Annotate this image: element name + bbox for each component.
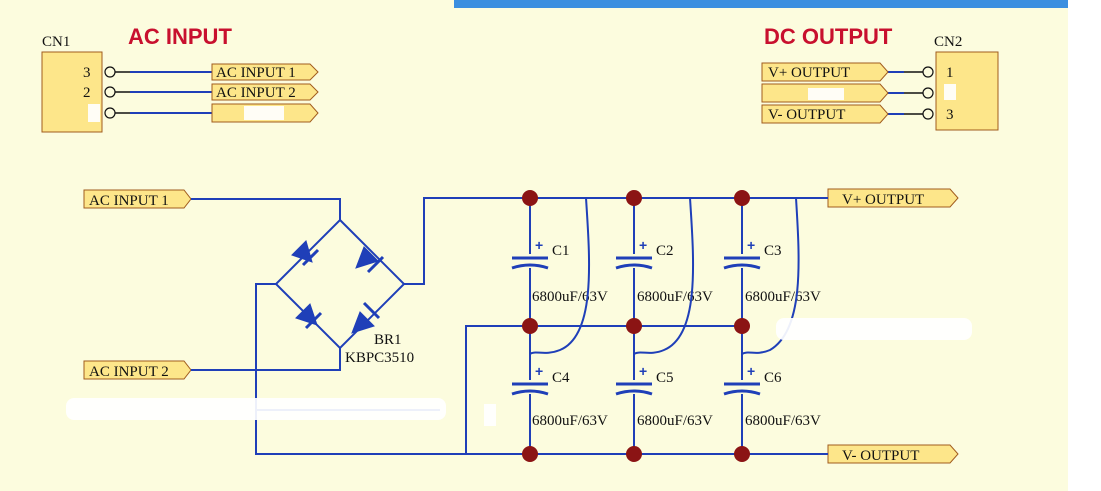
port-label: V- OUTPUT [842, 448, 919, 464]
junction-dot [734, 446, 750, 462]
port-label: V+ OUTPUT [842, 192, 924, 208]
capacitor-designator: C5 [656, 370, 674, 386]
junction-dot [522, 190, 538, 206]
capacitor-designator: C3 [764, 243, 782, 259]
redaction [944, 84, 956, 100]
hand-drawn-wire [633, 197, 695, 355]
right-margin [1068, 0, 1101, 491]
port-v-plus-output [827, 188, 959, 208]
capacitor-column-3: + C3 6800uF/63V + C6 6800uF/63V [723, 198, 821, 454]
cn1-designator: CN1 [42, 34, 70, 50]
cn2-pin-circle [922, 108, 934, 120]
cn1-pin-2: 2 [83, 85, 91, 101]
bridge-part: KBPC3510 [345, 350, 414, 366]
cn2-designator: CN2 [934, 34, 962, 50]
diode-icon [295, 303, 318, 326]
diode-bar [362, 301, 381, 320]
port-label: AC INPUT 2 [89, 364, 169, 380]
capacitor-designator: C1 [552, 243, 570, 259]
connector-cn2: DC OUTPUT CN2 1 3 V+ OUTPUT V- OUTPUT [761, 24, 999, 131]
capacitor-designator: C4 [552, 370, 570, 386]
junction-dot [734, 190, 750, 206]
capacitor-value: 6800uF/63V [532, 413, 608, 429]
diode-bar [366, 255, 385, 274]
redaction [484, 404, 496, 426]
junction-dot [626, 190, 642, 206]
plus-sign: + [535, 363, 543, 379]
cn2-pin-circle [922, 66, 934, 78]
cap-plate [615, 389, 653, 396]
cn2-title: DC OUTPUT [764, 24, 893, 49]
cn2-pin-1: 1 [946, 65, 954, 81]
plus-sign: + [639, 237, 647, 253]
window-top-bar [454, 0, 1101, 8]
port-v-minus-output [761, 104, 889, 124]
junction-dot [522, 318, 538, 334]
port-ac-input-1 [211, 63, 319, 81]
redaction [776, 318, 972, 340]
capacitor-designator: C6 [764, 370, 782, 386]
plus-sign: + [747, 363, 755, 379]
capacitor-value: 6800uF/63V [745, 289, 821, 305]
wire [191, 198, 341, 220]
junction-dot [734, 318, 750, 334]
bridge-designator: BR1 [374, 332, 402, 348]
cn2-pin-circle [922, 87, 934, 99]
capacitor-column-2: + C2 6800uF/63V + C5 6800uF/63V [615, 198, 713, 454]
port-ac-input-2 [211, 83, 319, 101]
bridge-outline [274, 218, 406, 350]
junction-dot [626, 318, 642, 334]
cap-plate [723, 263, 761, 270]
cn1-pin-circle [104, 66, 116, 78]
cn1-title: AC INPUT [128, 24, 232, 49]
plus-sign: + [747, 237, 755, 253]
connector-cn1: CN1 AC INPUT 3 2 AC INPUT 1 AC INPUT 2 [41, 24, 319, 133]
plus-sign: + [639, 363, 647, 379]
capacitor-value: 6800uF/63V [637, 413, 713, 429]
plus-sign: + [535, 237, 543, 253]
cn1-pin-1: 3 [83, 65, 91, 81]
wire-v-minus-rail [255, 283, 828, 455]
redaction [244, 106, 284, 120]
wire [191, 348, 341, 371]
port-v-plus-output [761, 62, 889, 82]
junction-dot [626, 446, 642, 462]
cn1-pin-circle [104, 86, 116, 98]
port-ac-input-1 [83, 189, 192, 209]
capacitor-value: 6800uF/63V [637, 289, 713, 305]
port-label: AC INPUT 1 [216, 65, 296, 81]
bridge-rectifier-br1: BR1 KBPC3510 [274, 218, 414, 366]
cn1-pin-circle [104, 107, 116, 119]
diode-bar [301, 248, 320, 267]
cap-plate [615, 263, 653, 270]
capacitor-value: 6800uF/63V [532, 289, 608, 305]
cap-plate [723, 389, 761, 396]
cap-plate [511, 263, 549, 270]
wire-v-plus-rail [404, 197, 828, 285]
capacitor-value: 6800uF/63V [745, 413, 821, 429]
capacitor-designator: C2 [656, 243, 674, 259]
cn2-pin-3: 3 [946, 107, 954, 123]
wire-mid-rail [465, 325, 742, 454]
port-label: V+ OUTPUT [768, 65, 850, 81]
port-v-minus-output [827, 444, 959, 464]
diode-bar [304, 311, 323, 330]
junction-dot [522, 446, 538, 462]
diode-icon [351, 311, 375, 334]
redaction [808, 88, 844, 100]
port-label: AC INPUT 1 [89, 193, 169, 209]
diode-icon [291, 240, 313, 263]
rectifier-circuit: AC INPUT 1 AC INPUT 2 V+ OUTPUT V- OUTPU… [66, 188, 972, 464]
hand-drawn-wire [529, 197, 591, 355]
port-label: V- OUTPUT [768, 107, 845, 123]
port-ac-input-2 [83, 360, 192, 380]
redaction [66, 398, 446, 420]
port-label: AC INPUT 2 [216, 85, 296, 101]
diode-icon [355, 246, 379, 269]
redaction [88, 104, 100, 122]
cap-plate [511, 389, 549, 396]
